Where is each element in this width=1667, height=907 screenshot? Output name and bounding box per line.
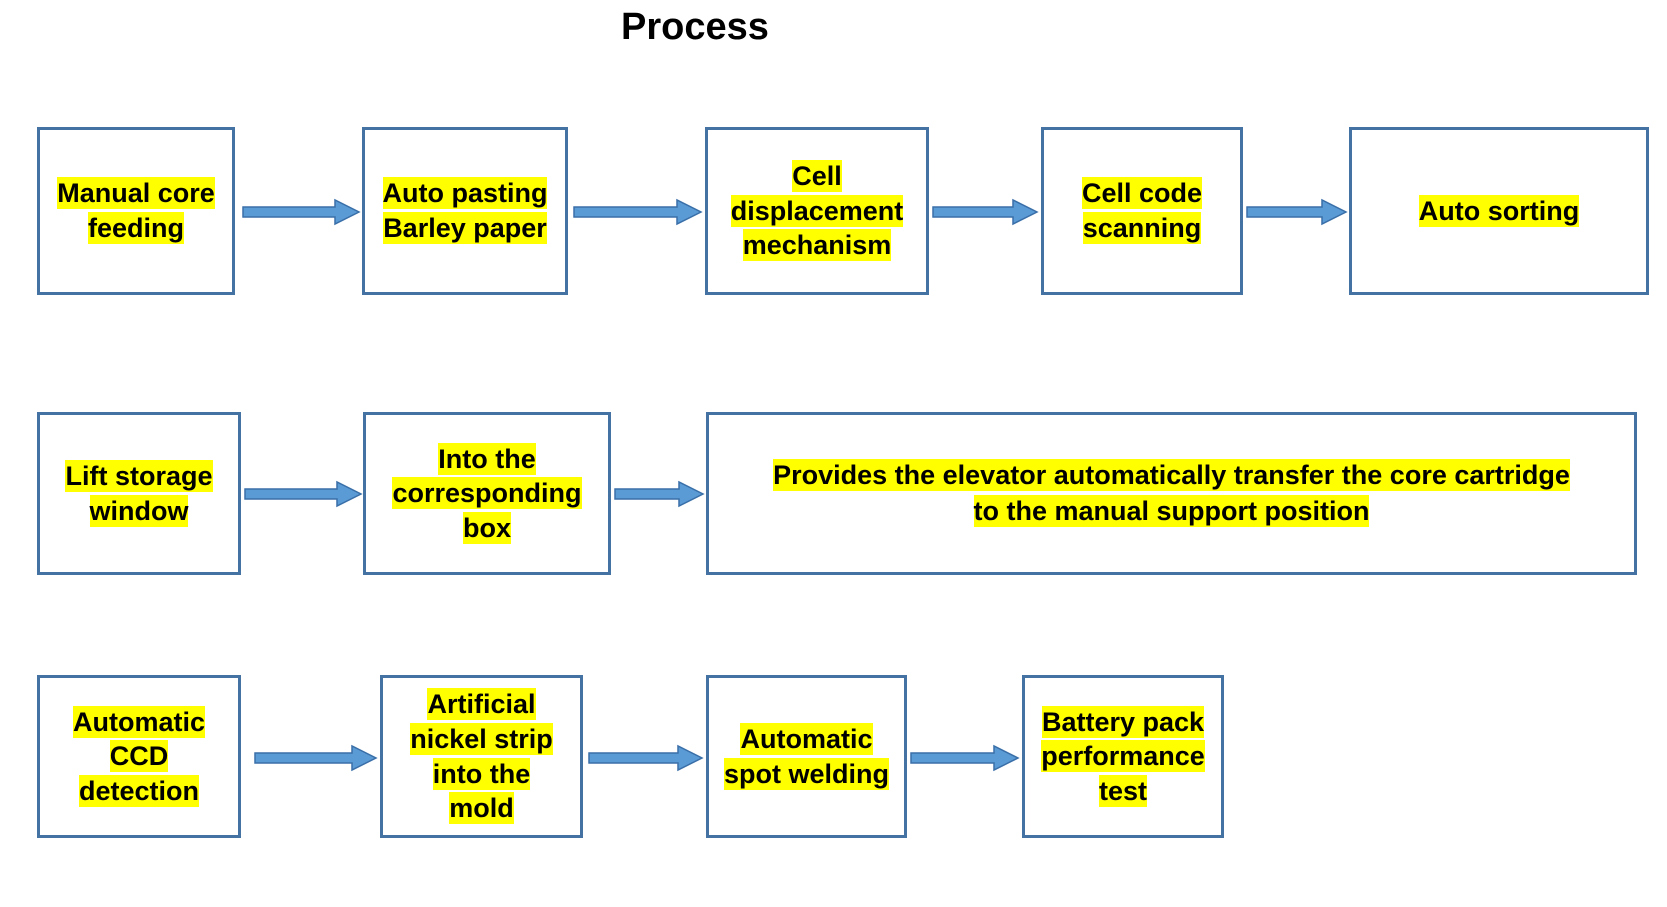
arrow-6 bbox=[614, 480, 705, 508]
arrow-1 bbox=[242, 198, 361, 226]
arrow-3 bbox=[932, 198, 1039, 226]
arrow-9 bbox=[910, 744, 1020, 772]
arrow-4 bbox=[1246, 198, 1348, 226]
page-title: Process bbox=[621, 6, 769, 48]
arrow-2 bbox=[573, 198, 703, 226]
node-label: Provides the elevator automatically tran… bbox=[773, 458, 1570, 527]
arrow-7 bbox=[254, 744, 378, 772]
node-label: Auto sorting bbox=[1418, 194, 1580, 227]
arrow-8 bbox=[588, 744, 704, 772]
arrow-5 bbox=[244, 480, 363, 508]
process-node-provides-the-elevator[interactable]: Provides the elevator automatically tran… bbox=[706, 412, 1637, 575]
process-node-auto-sorting[interactable]: Auto sorting bbox=[1349, 127, 1649, 295]
